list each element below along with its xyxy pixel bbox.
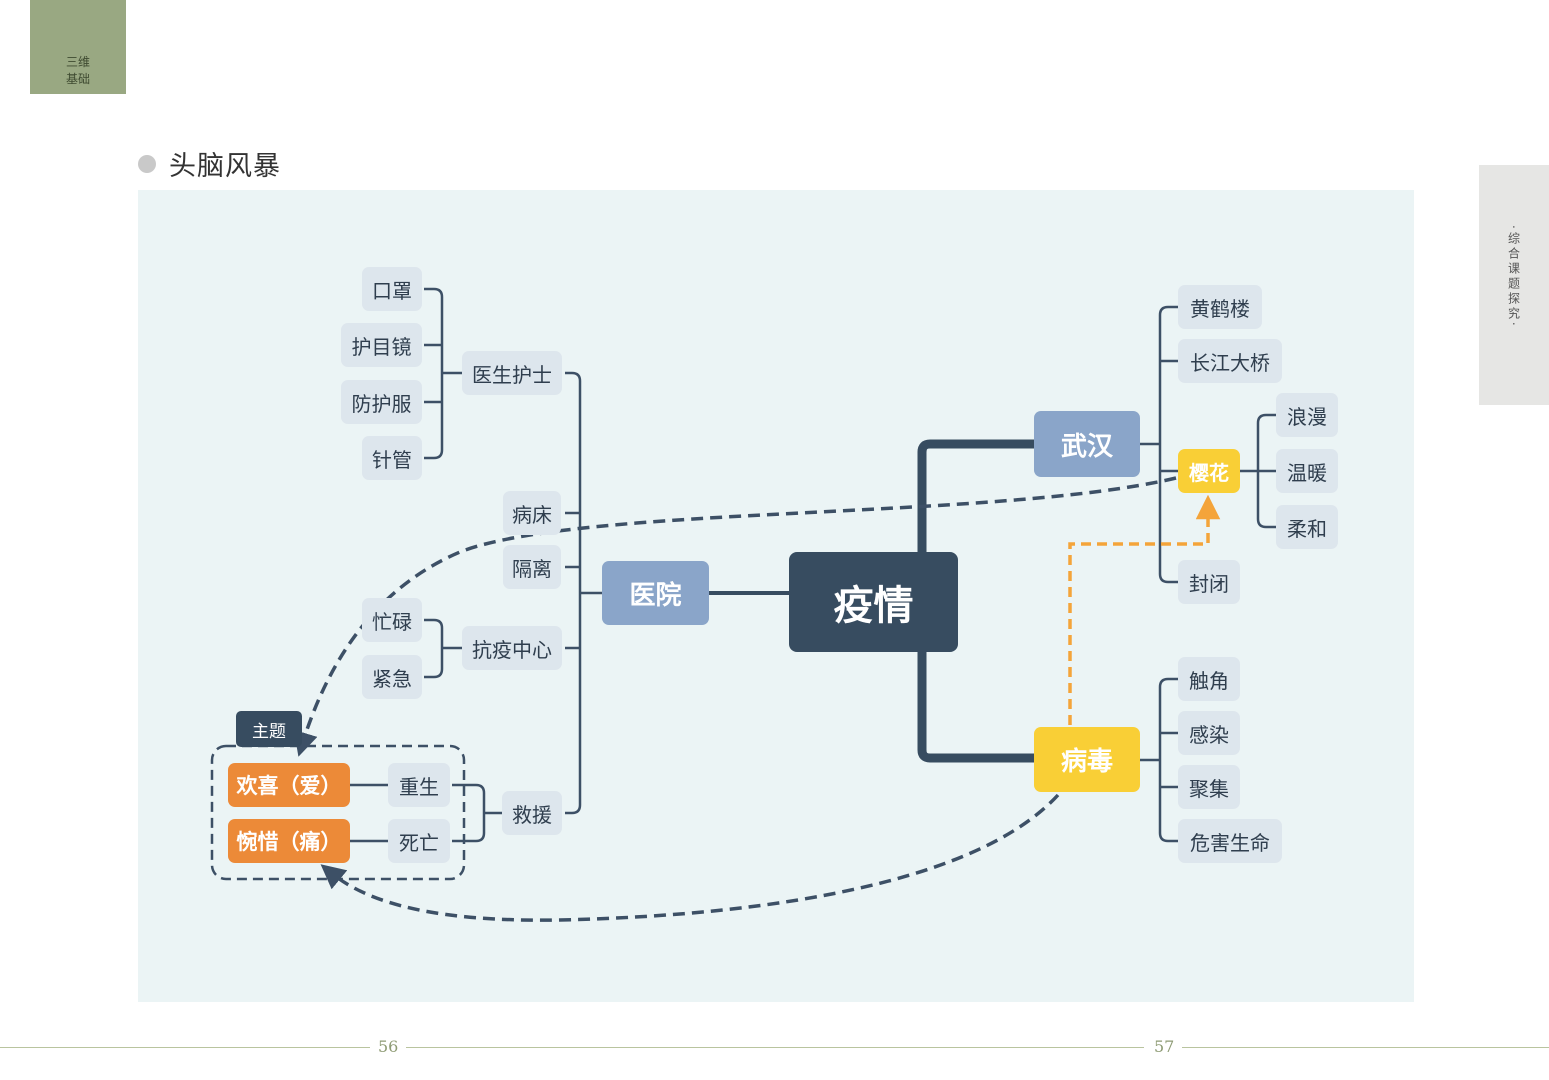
chapter-tab-label: 三维 基础	[65, 55, 90, 86]
doctors-item[interactable]: 护目镜	[341, 323, 422, 367]
side-section-label: ·综合课题探究·	[1506, 225, 1521, 329]
theme-item-regret[interactable]: 惋惜（痛）	[228, 819, 350, 863]
rescue-item[interactable]: 重生	[388, 763, 450, 807]
rescue-node[interactable]: 救援	[502, 791, 562, 835]
sakura-item[interactable]: 浪漫	[1276, 393, 1338, 437]
doctors-item[interactable]: 口罩	[362, 267, 422, 311]
virus-to-sakura-arrow	[1068, 494, 1221, 725]
wuhan-item[interactable]: 长江大桥	[1178, 339, 1282, 383]
center-node[interactable]: 疫情	[789, 552, 958, 652]
virus-item[interactable]: 触角	[1178, 657, 1240, 701]
center-item[interactable]: 紧急	[362, 655, 422, 699]
page-number-right: 57	[1154, 1037, 1175, 1056]
footer-divider	[406, 1047, 1144, 1048]
isolation-node[interactable]: 隔离	[503, 545, 561, 589]
virus-to-theme-arrow	[320, 793, 1060, 922]
sakura-item[interactable]: 温暖	[1276, 449, 1338, 493]
theme-tag: 主题	[236, 711, 302, 747]
wuhan-item[interactable]: 黄鹤楼	[1178, 285, 1262, 329]
bed-node[interactable]: 病床	[503, 491, 561, 535]
chapter-tab: 三维 基础	[30, 0, 126, 94]
wuhan-node[interactable]: 武汉	[1034, 411, 1140, 477]
virus-item[interactable]: 感染	[1178, 711, 1240, 755]
hospital-connectors	[350, 287, 602, 843]
doctors-node[interactable]: 医生护士	[462, 351, 562, 395]
wuhan-item[interactable]: 封闭	[1178, 560, 1240, 604]
virus-item[interactable]: 聚集	[1178, 765, 1240, 809]
footer-divider	[0, 1047, 370, 1048]
footer-divider	[1182, 1047, 1549, 1048]
center-item[interactable]: 忙碌	[362, 598, 422, 642]
doctors-item[interactable]: 防护服	[341, 380, 422, 424]
page-number-left: 56	[378, 1037, 399, 1056]
section-title: 头脑风暴	[169, 151, 281, 182]
virus-item[interactable]: 危害生命	[1178, 819, 1282, 863]
sakura-to-theme-arrow	[293, 476, 1177, 757]
sakura-node[interactable]: 樱花	[1178, 449, 1240, 493]
virus-connectors	[1140, 677, 1178, 843]
section-heading: 头脑风暴	[138, 144, 281, 183]
theme-item-joy[interactable]: 欢喜（爱）	[228, 763, 350, 807]
side-section-tab: ·综合课题探究·	[1479, 165, 1549, 405]
virus-node[interactable]: 病毒	[1034, 727, 1140, 792]
wuhan-connectors	[1140, 305, 1276, 584]
rescue-item[interactable]: 死亡	[388, 819, 450, 863]
anti-epidemic-center-node[interactable]: 抗疫中心	[462, 626, 562, 670]
doctors-item[interactable]: 针管	[362, 436, 422, 480]
bullet-dot-icon	[138, 154, 156, 173]
hospital-node[interactable]: 医院	[602, 561, 709, 625]
sakura-item[interactable]: 柔和	[1276, 505, 1338, 549]
